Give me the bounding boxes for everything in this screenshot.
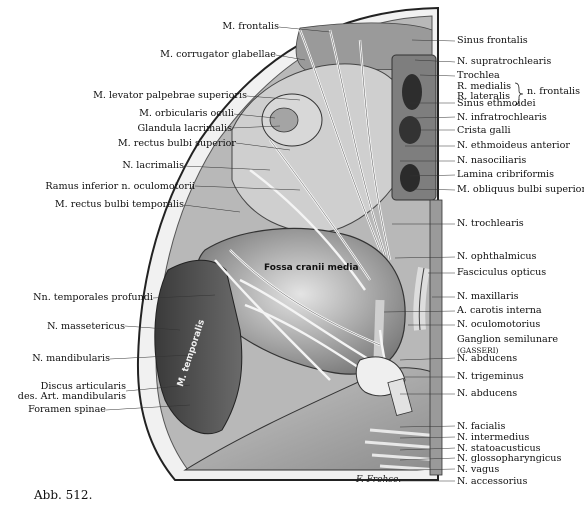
label-m-corrugator: M. corrugator glabellae — [160, 49, 276, 60]
label-m-orbicularis: M. orbicularis oculi — [139, 108, 234, 119]
lacrimal-gland — [269, 107, 299, 133]
trigeminal-root — [387, 378, 413, 416]
leader-lines-left — [105, 26, 331, 411]
label-ganglion-semilunare: Ganglion semilunare — [457, 334, 559, 345]
label-foramen-spinae: Foramen spinae — [28, 404, 106, 415]
label-n-frontalis-bracket: n. frontalis — [527, 86, 581, 97]
label-n-mandibularis: N. mandibularis — [32, 353, 110, 364]
label-sinus-ethmoidei: Sinus ethmoidei — [457, 98, 536, 109]
label-discus-articularis: Discus articularis — [40, 381, 126, 392]
label-m-rectus-superior: M. rectus bulbi superior — [117, 138, 236, 149]
orbital-nerves-outline — [229, 29, 391, 346]
label-sinus-frontalis: Sinus frontalis — [457, 35, 528, 46]
artist-signature: F. Frohse. — [356, 475, 402, 485]
label-r-lateralis: R. lateralis — [457, 91, 511, 102]
label-n-statoacusticus: N. statoacusticus — [457, 443, 541, 454]
label-n-massetericus: N. massetericus — [47, 321, 125, 332]
frontalis-bracket — [514, 82, 524, 106]
label-a-carotis: A. carotis interna — [457, 305, 542, 316]
label-n-lacrimalis: N. lacrimalis — [122, 160, 184, 171]
label-glandula-lacrimalis: Glandula lacrimalis — [137, 123, 232, 134]
label-n-trochlearis: N. trochlearis — [457, 218, 524, 229]
label-m-rectus-temporalis: M. rectus bulbi temporalis — [54, 199, 184, 210]
label-ramus-inferior: Ramus inferior n. oculomotorii — [45, 181, 195, 192]
label-m-levator: M. levator palpebrae superioris — [93, 90, 247, 101]
label-n-nasociliaris: N. nasociliaris — [457, 155, 527, 166]
carotid — [373, 299, 385, 361]
label-n-vagus: N. vagus — [457, 464, 500, 475]
label-n-ethmoideus: N. ethmoideus anterior — [457, 140, 570, 151]
figure-caption: Abb. 512. — [34, 488, 93, 502]
label-n-ophthalmicus: N. ophthalmicus — [457, 251, 537, 262]
label-n-supratrochlearis: N. supratrochlearis — [457, 56, 552, 67]
label-m-obliquus: M. obliquus bulbi superior — [457, 184, 584, 195]
ethmoid-cell-lower — [400, 164, 420, 192]
label-r-medialis: R. medialis — [457, 81, 512, 92]
label-n-maxillaris: N. maxillaris — [457, 291, 519, 302]
label-trochlea: Trochlea — [457, 70, 500, 81]
label-n-facialis: N. facialis — [457, 421, 506, 432]
label-nn-temporales: Nn. temporales profundi — [33, 292, 153, 303]
label-n-glossopharyngicus: N. glossopharyngicus — [457, 453, 562, 464]
label-n-oculomotorius: N. oculomotorius — [457, 319, 541, 330]
label-lamina-cribriformis: Lamina cribriformis — [457, 169, 555, 180]
ethmoid-cell-upper — [402, 74, 422, 110]
label-fossa-cranii-media: Fossa cranii media — [264, 263, 359, 273]
label-n-trigeminus: N. trigeminus — [457, 371, 524, 382]
label-n-abducens-upper: N. abducens — [457, 353, 518, 364]
right-bone-edge — [429, 199, 443, 476]
label-fasciculus-opticus: Fasciculus opticus — [457, 267, 547, 278]
ethmoid-cell-mid — [399, 116, 421, 144]
label-n-infratrochlearis: N. infratrochlearis — [457, 112, 547, 123]
label-m-frontalis: M. frontalis — [222, 21, 279, 32]
label-n-accessorius: N. accessorius — [457, 476, 528, 487]
label-art-mandibularis: des. Art. mandibularis — [17, 391, 126, 402]
label-n-intermedius: N. intermedius — [457, 432, 530, 443]
label-crista-galli: Crista galli — [457, 125, 511, 136]
label-gasseri: (GASSERI) — [457, 346, 499, 355]
leader-lines-right — [383, 39, 456, 482]
label-n-abducens-lower: N. abducens — [457, 388, 518, 399]
